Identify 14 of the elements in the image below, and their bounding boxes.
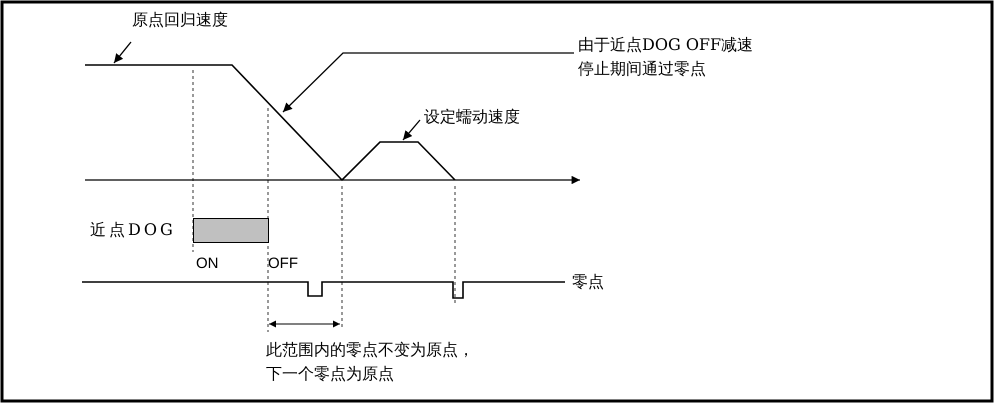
leader-line	[402, 120, 420, 140]
speed-curve	[85, 64, 456, 182]
callout-text: 原点回归速度	[132, 8, 228, 32]
signal-name: 近点DOG	[90, 219, 176, 241]
signal-bar	[193, 218, 269, 243]
leader-line	[114, 42, 132, 64]
leader-line	[282, 52, 574, 112]
callout-text: 由于近点DOG OFF减速停止期间通过零点	[578, 33, 756, 81]
pulse-waveform	[82, 281, 565, 299]
state-label: OFF	[268, 254, 298, 274]
callout-text: 设定蠕动速度	[424, 105, 520, 129]
signal-name: 零点	[572, 271, 604, 293]
note-text: 此范围内的零点不变为原点，下一个零点为原点	[266, 339, 475, 385]
state-label: ON	[196, 254, 218, 274]
